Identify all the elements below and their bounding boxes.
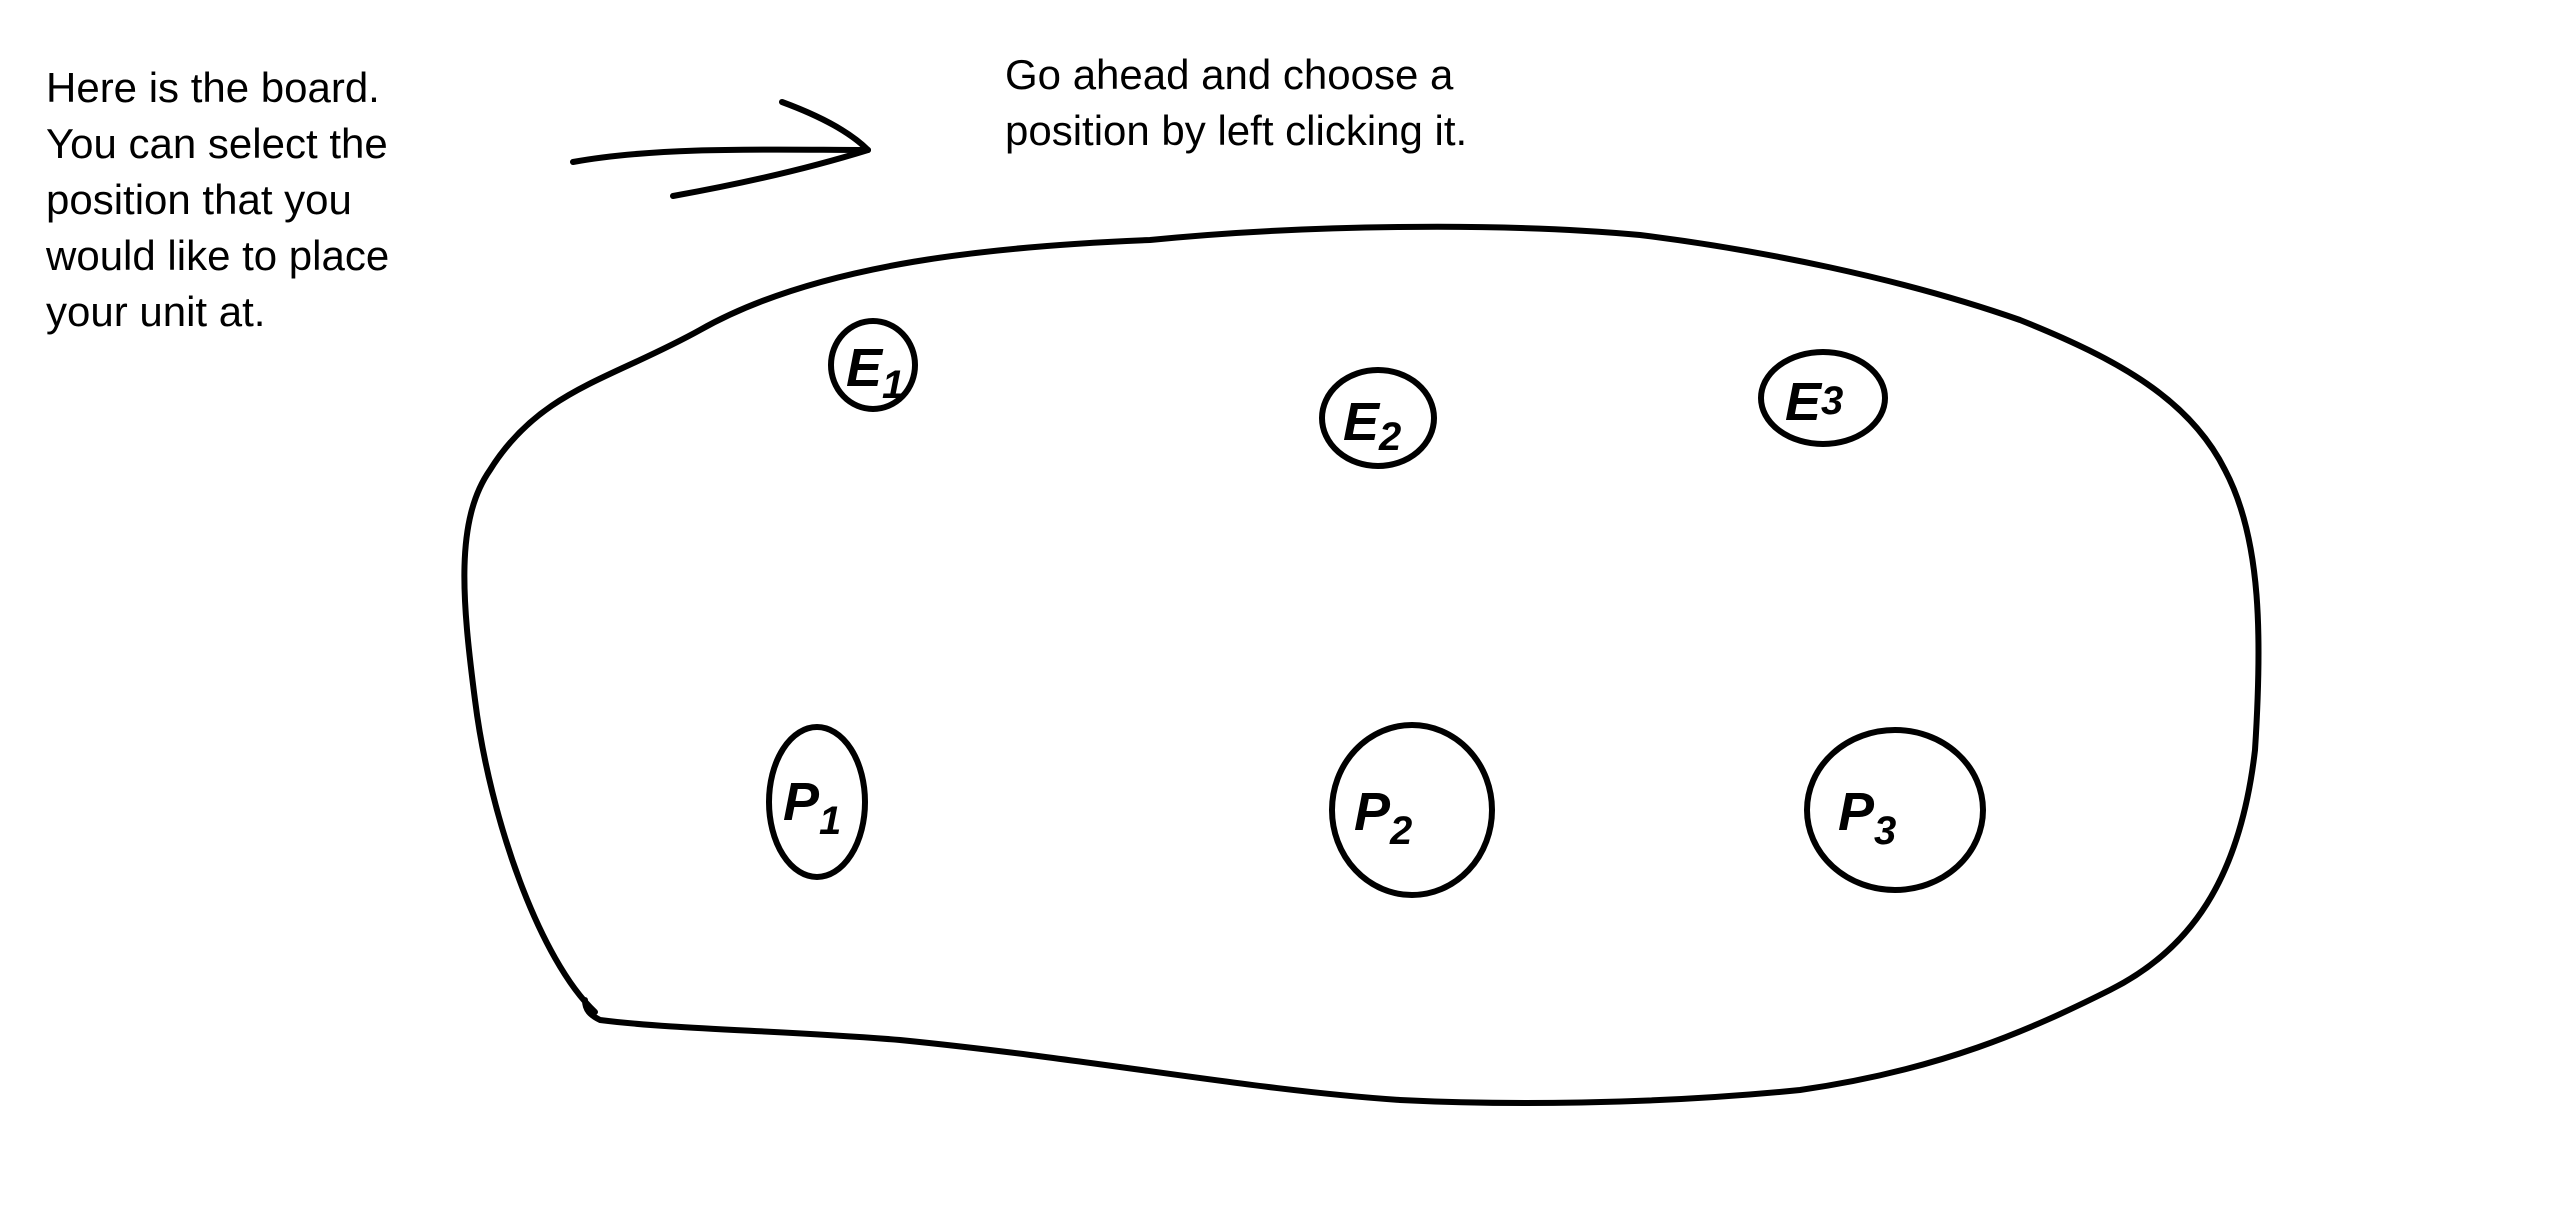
instruction-line: position that you [46, 176, 352, 223]
instruction-line: Go ahead and choose a [1005, 51, 1454, 98]
board-position-p3[interactable]: P3 [1804, 727, 1986, 893]
board-outline [461, 223, 2262, 1106]
board-position-e2[interactable]: E2 [1319, 367, 1437, 469]
instruction-line: You can select the [46, 120, 388, 167]
instruction-line: position by left clicking it. [1005, 107, 1468, 154]
instruction-text-top: Go ahead and choose a position by left c… [1005, 47, 1467, 159]
instruction-line: Here is the board. [46, 64, 380, 111]
board-position-p2[interactable]: P2 [1329, 722, 1495, 898]
board-position-p1[interactable]: P1 [766, 724, 868, 880]
instruction-line: would like to place [46, 232, 390, 279]
board-position-e3[interactable]: E3 [1758, 349, 1888, 447]
board-position-e1[interactable]: E1 [828, 318, 918, 412]
arrow-right-icon [570, 99, 871, 199]
instruction-text-left: Here is the board. You can select the po… [46, 60, 389, 340]
instruction-line: your unit at. [46, 288, 266, 335]
